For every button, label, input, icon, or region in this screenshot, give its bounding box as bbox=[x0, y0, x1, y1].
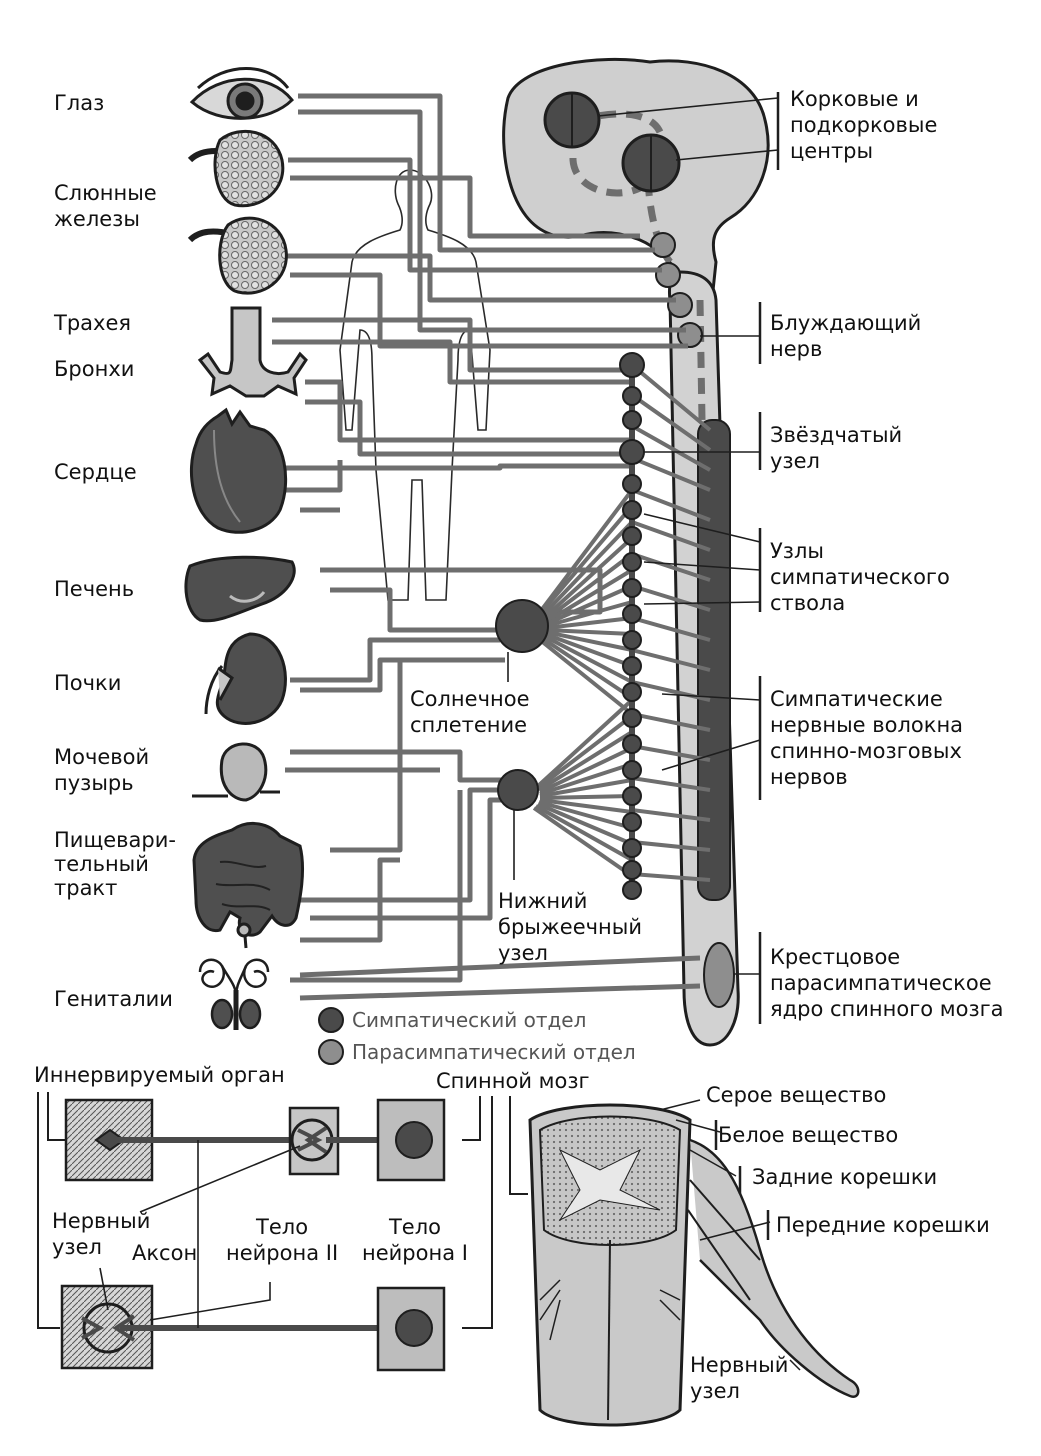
salivary-gland-1 bbox=[190, 131, 283, 205]
spinal-sympathetic-column bbox=[698, 420, 730, 900]
legend-parasympathetic-dot bbox=[319, 1040, 343, 1064]
label-dorsal-roots: Задние корешки bbox=[752, 1164, 937, 1190]
salivary-gland-2 bbox=[190, 218, 286, 293]
sacral-nucleus bbox=[704, 943, 734, 1007]
label-digestive: Пищевари- тельный тракт bbox=[54, 828, 176, 900]
label-eye: Глаз bbox=[54, 90, 104, 116]
label-gray-matter: Серое вещество bbox=[706, 1082, 886, 1108]
eye-organ bbox=[192, 69, 292, 119]
label-salivary: Слюнные железы bbox=[54, 180, 157, 232]
label-heart: Сердце bbox=[54, 459, 137, 485]
vagus-node-1 bbox=[651, 233, 675, 257]
label-genitals: Гениталии bbox=[54, 986, 173, 1012]
digestive-organ bbox=[194, 823, 303, 948]
solar-plexus bbox=[496, 600, 548, 652]
label-spinal-cord: Спинной мозг bbox=[436, 1068, 590, 1094]
label-bronchi: Бронхи bbox=[54, 356, 134, 382]
label-neuron-1: Тело нейрона I bbox=[362, 1214, 468, 1266]
legend-parasympathetic: Парасимпатический отдел bbox=[352, 1040, 636, 1064]
kidney-organ bbox=[206, 634, 285, 723]
label-inferior-mesenteric: Нижний брыжеечный узел bbox=[498, 888, 642, 966]
label-neuron-2: Тело нейрона II bbox=[226, 1214, 338, 1266]
liver-organ bbox=[186, 557, 294, 621]
label-kidneys: Почки bbox=[54, 670, 121, 696]
label-cortical-centers: Корковые и подкорковые центры bbox=[790, 86, 937, 164]
label-sympathetic-chain: Узлы симпатического ствола bbox=[770, 538, 950, 616]
label-stellate-ganglion: Звёздчатый узел bbox=[770, 422, 902, 474]
label-sympathetic-fibers: Симпатические нервные волокна спинно-моз… bbox=[770, 686, 963, 790]
label-innervated-organ: Иннервируемый орган bbox=[34, 1062, 285, 1088]
label-white-matter: Белое вещество bbox=[718, 1122, 898, 1148]
label-bladder: Мочевой пузырь bbox=[54, 744, 149, 796]
vagus-node-4 bbox=[678, 323, 702, 347]
sympathetic-chain bbox=[620, 353, 644, 899]
legend-sympathetic-dot bbox=[319, 1008, 343, 1032]
label-solar-plexus: Солнечное сплетение bbox=[410, 686, 530, 738]
label-ganglion-2: Нервный узел bbox=[690, 1352, 788, 1404]
label-vagus-nerve: Блуждающий нерв bbox=[770, 310, 921, 362]
vagus-node-3 bbox=[668, 293, 692, 317]
label-trachea: Трахея bbox=[54, 310, 131, 336]
legend-sympathetic: Симпатический отдел bbox=[352, 1008, 586, 1032]
genitals-organ bbox=[200, 960, 268, 1030]
inferior-mesenteric-ganglion bbox=[498, 770, 538, 810]
heart-organ bbox=[191, 410, 285, 532]
label-liver: Печень bbox=[54, 576, 134, 602]
label-axon: Аксон bbox=[132, 1240, 197, 1266]
label-ventral-roots: Передние корешки bbox=[776, 1212, 990, 1238]
vagus-node-2 bbox=[656, 263, 680, 287]
label-sacral-nucleus: Крестцовое парасимпатическое ядро спинно… bbox=[770, 944, 1004, 1022]
bladder-organ bbox=[192, 744, 280, 800]
